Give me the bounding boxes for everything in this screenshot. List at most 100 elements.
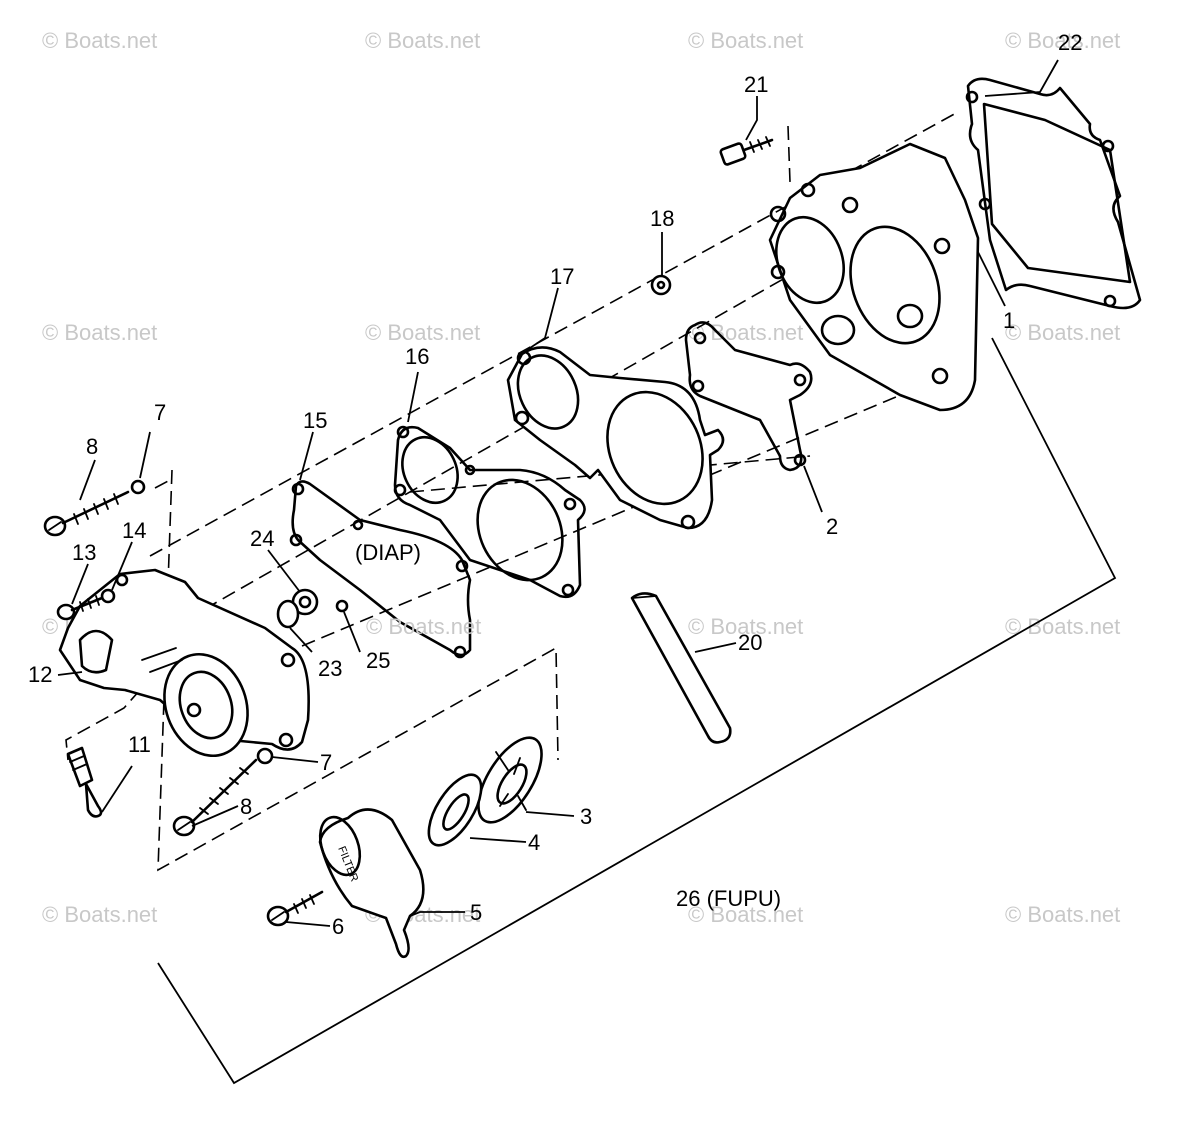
pump-body-1 <box>768 142 980 412</box>
pump-body-hole <box>770 264 786 280</box>
pump-body-hole <box>931 367 949 385</box>
screw-8-lower <box>172 758 258 837</box>
cover-boss-inner <box>178 670 234 740</box>
screw-6 <box>266 890 324 927</box>
washer-24-hole <box>298 595 312 609</box>
callout-3: 3 <box>580 804 592 829</box>
callout-13: 13 <box>72 540 96 565</box>
diaphragm-hole <box>291 482 305 496</box>
callout-7-lower: 7 <box>320 750 332 775</box>
pin-25 <box>335 599 349 613</box>
watermark: © Boats.net <box>366 614 481 639</box>
pump-body-boss <box>896 303 924 329</box>
callout-23: 23 <box>318 656 342 681</box>
gasket-16-chamber <box>476 478 564 582</box>
strainer-3 <box>477 736 543 824</box>
gasket-hole <box>1101 139 1115 153</box>
gasket-hole <box>561 583 575 597</box>
watermark: © Boats.net <box>42 902 157 927</box>
callout-6: 6 <box>332 914 344 939</box>
cover-hole <box>278 732 294 748</box>
screw-8-upper <box>43 490 130 537</box>
plate-hole <box>793 373 807 387</box>
callouts: 22 21 18 1 17 16 15 7 8 14 13 24 2 20 12… <box>28 30 1082 939</box>
filter-cover-5-face <box>318 815 362 877</box>
pump-body-hole <box>841 196 859 214</box>
screw-21 <box>719 136 774 166</box>
diaphragm-hole <box>453 645 467 659</box>
watermark: © Boats.net <box>1005 28 1120 53</box>
leader-lines <box>57 59 1059 927</box>
watermark: © Boats.net <box>688 614 803 639</box>
callout-8-upper: 8 <box>86 434 98 459</box>
callout-7-upper: 7 <box>154 400 166 425</box>
gasket-ring-4-inner <box>442 793 470 831</box>
plate-gasket-2 <box>684 321 813 472</box>
pump-body-hole <box>800 182 816 198</box>
gasket-22 <box>966 77 1142 310</box>
gasket-16 <box>393 425 586 599</box>
pump-body-hole <box>769 205 787 223</box>
gasket-hole <box>978 197 992 211</box>
washer-7-lower <box>256 747 274 765</box>
diaphragm-15 <box>291 480 472 657</box>
callout-16: 16 <box>405 344 429 369</box>
callout-18: 18 <box>650 206 674 231</box>
pump-body-hole <box>933 237 951 255</box>
housing-port <box>516 354 580 430</box>
housing-chamber <box>606 390 704 506</box>
strainer-3-spokes <box>495 751 527 811</box>
gasket-16-port <box>401 435 459 505</box>
cover-rib <box>141 647 183 673</box>
nut-18-hole <box>656 280 666 290</box>
gasket-hole <box>393 483 407 497</box>
watermark: © Boats.net <box>365 320 480 345</box>
callout-4: 4 <box>528 830 540 855</box>
plate-hole <box>691 379 705 393</box>
housing-hole <box>514 410 530 426</box>
gasket-hole <box>563 497 577 511</box>
screw-13 <box>56 595 104 621</box>
gasket-hole <box>396 425 410 439</box>
watermark: © Boats.net <box>42 28 157 53</box>
cover-hole <box>280 652 296 668</box>
fitting-11 <box>66 746 103 818</box>
watermark: © Boats.net <box>688 902 803 927</box>
watermark: © Boats.net <box>688 28 803 53</box>
callout-5: 5 <box>470 900 482 925</box>
washer-7-upper <box>130 479 146 495</box>
strainer-3-hub <box>496 763 528 805</box>
callout-17: 17 <box>550 264 574 289</box>
hose-end <box>631 595 657 599</box>
gasket-hole <box>965 90 979 104</box>
callout-15: 15 <box>303 408 327 433</box>
diaphragm-hole <box>289 533 303 547</box>
callout-14: 14 <box>122 518 146 543</box>
pump-body-chamber <box>849 225 941 345</box>
callout-21: 21 <box>744 72 768 97</box>
ring-23 <box>276 599 300 629</box>
nut-18 <box>650 274 672 296</box>
callout-24: 24 <box>250 526 274 551</box>
assembly-bracket <box>157 337 1117 1085</box>
housing-hole <box>516 350 532 366</box>
callout-25: 25 <box>366 648 390 673</box>
hose-20 <box>630 592 732 744</box>
watermark: © Boats.net <box>365 28 480 53</box>
plate-hole <box>693 331 707 345</box>
callout-2: 2 <box>826 514 838 539</box>
gasket-hole <box>1103 294 1117 308</box>
washer-14 <box>100 588 116 604</box>
diaphragm-hole <box>352 519 364 531</box>
diap-label: (DIAP) <box>355 540 421 565</box>
callout-12: 12 <box>28 662 52 687</box>
gasket-hole <box>464 464 476 476</box>
gasket-22-inner <box>982 102 1132 284</box>
pump-body-port <box>775 215 845 305</box>
cover-port <box>78 629 114 674</box>
watermark: © Boats.net <box>1005 902 1120 927</box>
callout-8-lower: 8 <box>240 794 252 819</box>
pump-body-port-lower <box>820 314 856 346</box>
callout-22: 22 <box>1058 30 1082 55</box>
watermarks: © Boats.net © Boats.net © Boats.net © Bo… <box>42 28 1120 927</box>
